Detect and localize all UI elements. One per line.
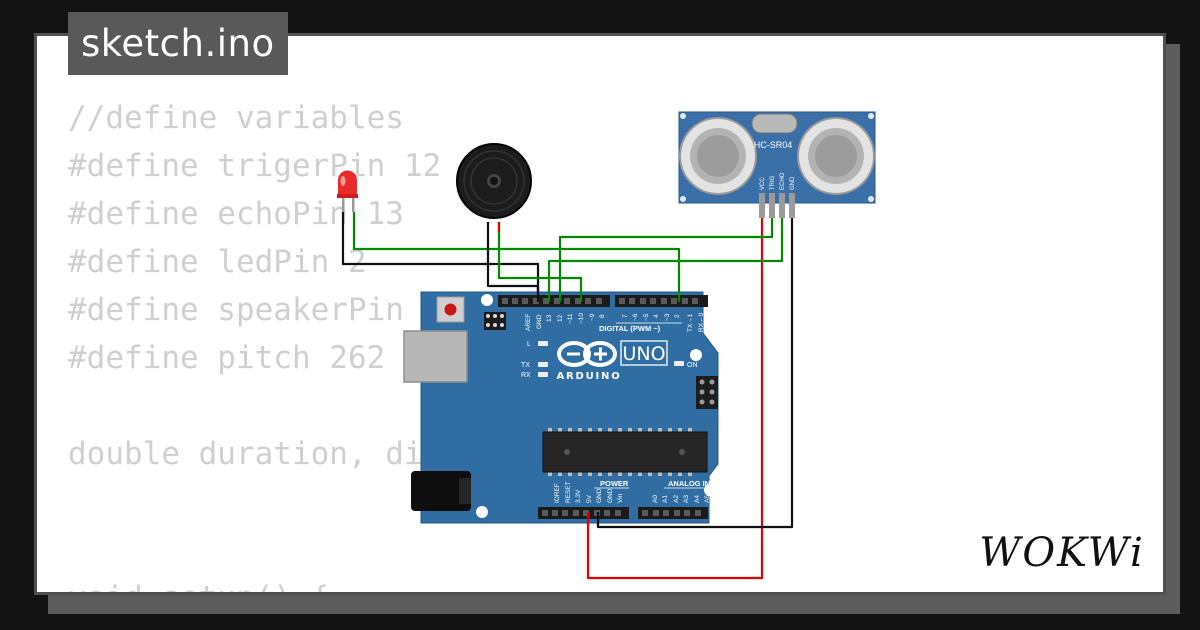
analog-pin-label: A5 [704, 495, 711, 503]
pin-label: 2 [674, 314, 681, 318]
pin-label: 13 [546, 314, 553, 322]
arduino-infinity-icon [557, 341, 617, 367]
power-pin-label: Vin [617, 493, 624, 503]
led-tx [538, 362, 548, 367]
pin-label: ~6 [632, 313, 639, 321]
wire-ends [536, 286, 681, 525]
pin-label: ~10 [578, 313, 585, 324]
power-pin-label: 3.3V [575, 489, 582, 503]
board-brand-label: ARDUINO [556, 371, 621, 382]
power-pin-label: RESET [565, 481, 572, 503]
pin-label: ~9 [589, 313, 596, 321]
code-line: #define ledPin 2 [68, 244, 367, 280]
led-rx [538, 372, 548, 377]
mount-hole [481, 294, 493, 306]
power-pin-label: 5V [586, 494, 593, 503]
code-line: #define trigerPin 12 [68, 148, 442, 184]
code-line: double duration, di [68, 436, 423, 472]
power-jack [411, 471, 471, 511]
analog-pin-label: A0 [652, 495, 659, 503]
led-on [674, 361, 684, 366]
analog-label: ANALOG IN [668, 479, 710, 488]
code-line: #define echoPin 13 [68, 196, 404, 232]
led-label-tx: TX [521, 362, 530, 369]
power-pin-label: GND [596, 488, 603, 503]
wire-gnd-led [341, 212, 540, 298]
power-pin-label: GND [607, 488, 614, 503]
piezo-buzzer[interactable] [456, 143, 532, 219]
code-preview: //define variables #define trigerPin 12 #d… [68, 94, 442, 592]
led-label-on: ON [687, 362, 698, 369]
analog-pin-label: A3 [683, 495, 690, 503]
pin-label: ~11 [567, 313, 574, 324]
ultrasonic-sensor[interactable]: HC-SR04 VCC TRIG ECHO GND [678, 111, 876, 218]
led-label-l: L [527, 341, 531, 348]
wokwi-logo: WOKWi [979, 530, 1145, 576]
code-line: //define variables [68, 100, 404, 136]
pin-label: ~3 [664, 313, 671, 321]
power-header [538, 507, 708, 519]
arduino-uno-board[interactable]: AREF GND 13 12 ~11 ~10 ~9 8 7 ~6 ~5 4 ~3… [403, 291, 719, 524]
pin-label: AREF [525, 314, 532, 331]
wire-buzzer [497, 222, 583, 298]
wire-led [352, 212, 681, 298]
uno-badge [620, 340, 668, 366]
power-pin-label: IOREF [554, 483, 561, 503]
mount-hole [476, 506, 488, 518]
code-line: #define pitch 262 [68, 340, 386, 376]
sensor-pin-label: ECHO [780, 172, 786, 190]
mount-hole [704, 484, 716, 496]
code-line: void setup() { [68, 574, 441, 592]
led-l [538, 341, 548, 346]
wire-echo [547, 218, 784, 298]
atmega-chip [542, 428, 708, 476]
sensor-model-label: HC-SR04 [754, 140, 793, 150]
pin-label: ~5 [643, 313, 650, 321]
icsp-header [484, 312, 506, 330]
mount-hole [690, 349, 702, 361]
pin-label: 4 [653, 314, 660, 318]
pin-label: RX←0 [698, 312, 705, 332]
wire-vcc [586, 218, 764, 580]
pin-label: 12 [557, 314, 564, 322]
analog-pin-label: A1 [662, 495, 669, 503]
analog-pin-label: A4 [694, 495, 701, 503]
pin-label: 8 [599, 314, 606, 318]
digital-label: DIGITAL (PWM ~) [599, 324, 661, 333]
analog-pin-label: A2 [673, 495, 680, 503]
transducer-right [797, 117, 875, 195]
file-tab[interactable]: sketch.ino [68, 12, 288, 75]
sensor-pin-label: GND [790, 176, 796, 190]
board-model-label: UNO [622, 343, 665, 365]
sensor-pin-label: TRIG [770, 175, 776, 190]
power-label: POWER [600, 479, 629, 488]
reset-button[interactable] [436, 296, 465, 323]
wire-gnd-buzzer [486, 222, 540, 298]
transducer-left [679, 117, 757, 195]
led-label-rx: RX [521, 372, 531, 379]
pin-label: 7 [622, 314, 629, 318]
sensor-pin-label: VCC [760, 177, 766, 190]
wire-trig [558, 218, 774, 298]
code-line: #define speakerPin [68, 292, 404, 328]
usb-port [403, 330, 468, 383]
red-led[interactable] [337, 170, 358, 213]
pin-label: TX→1 [687, 313, 694, 332]
icsp-header-right [696, 376, 718, 409]
pin-label: GND [536, 314, 543, 329]
digital-header [498, 295, 708, 307]
